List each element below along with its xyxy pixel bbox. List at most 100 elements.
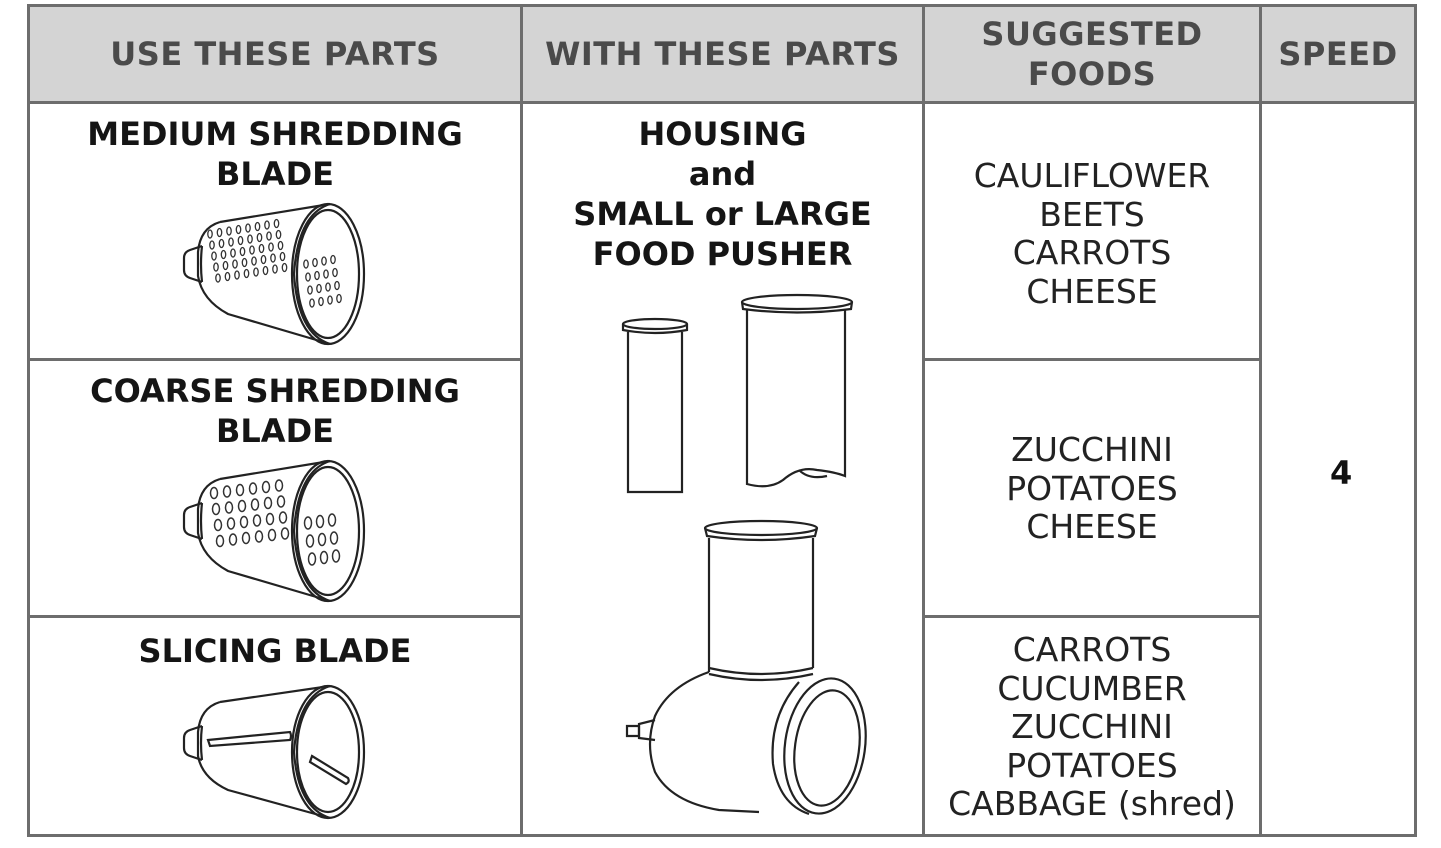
- grater-hole: [335, 282, 339, 290]
- grater-hole: [238, 237, 242, 245]
- food-item: BEETS: [1039, 194, 1145, 234]
- grater-hole: [269, 243, 273, 251]
- grater-hole: [321, 552, 328, 564]
- grid-line: [922, 358, 1259, 361]
- grater-hole: [278, 242, 282, 250]
- speed-cell: 4: [1262, 104, 1414, 834]
- grater-hole: [250, 246, 254, 254]
- grater-hole: [265, 498, 272, 509]
- grid-line: [30, 358, 520, 361]
- grater-hole: [255, 223, 259, 231]
- grater-hole: [263, 482, 270, 493]
- grater-hole: [265, 221, 269, 229]
- grater-hole: [313, 259, 317, 267]
- housing-icon: [599, 520, 869, 820]
- grater-hole: [243, 533, 250, 544]
- grater-hole: [326, 283, 330, 291]
- grater-hole: [211, 488, 218, 499]
- grater-hole: [210, 241, 214, 249]
- grater-hole: [224, 486, 231, 497]
- food-item: POTATOES: [1006, 745, 1178, 785]
- with-part-name: HOUSING: [638, 115, 807, 153]
- grid-line: [30, 101, 1414, 104]
- grater-hole: [271, 254, 275, 262]
- grater-hole: [306, 273, 310, 281]
- part-name: SLICING BLADE: [138, 632, 412, 670]
- slicing-blade-icon: [180, 686, 370, 818]
- grater-hole: [228, 518, 235, 529]
- grater-hole: [219, 240, 223, 248]
- grater-hole: [230, 534, 237, 545]
- grater-hole: [214, 263, 218, 271]
- grater-hole: [304, 260, 308, 268]
- grater-hole: [276, 231, 280, 239]
- food-item: CUCUMBER: [997, 668, 1187, 708]
- grater-hole: [256, 531, 263, 542]
- header-suggested-line2: FOODS: [1027, 55, 1157, 93]
- grater-hole: [263, 267, 267, 275]
- grater-hole: [282, 264, 286, 272]
- part-name: BLADE: [216, 155, 334, 193]
- grater-hole: [208, 230, 212, 238]
- grid-line: [30, 615, 520, 618]
- grater-hole: [310, 299, 314, 307]
- grater-hole: [254, 515, 261, 526]
- grater-hole: [328, 296, 332, 304]
- food-item: CABBAGE (shred): [948, 784, 1236, 823]
- grid-line: [922, 7, 925, 834]
- small-food-pusher-icon: [620, 318, 690, 494]
- grater-hole: [280, 253, 284, 261]
- grater-hole: [215, 520, 222, 531]
- with-part-name: and: [688, 155, 757, 193]
- grater-hole: [329, 514, 336, 526]
- food-item: CARROTS: [1012, 233, 1172, 272]
- grater-hole: [223, 262, 227, 270]
- grater-hole: [252, 257, 256, 265]
- grater-hole: [319, 534, 326, 546]
- header-use-label: USE THESE PARTS: [110, 35, 440, 73]
- grater-hole: [226, 502, 233, 513]
- with-parts-cell: HOUSING and SMALL or LARGE FOOD PUSHER: [523, 104, 922, 834]
- grater-hole: [250, 483, 257, 494]
- food-item: POTATOES: [1006, 468, 1178, 508]
- header-speed: SPEED: [1262, 7, 1414, 101]
- grater-hole: [217, 536, 224, 547]
- grater-hole: [254, 268, 258, 276]
- food-item: ZUCCHINI: [1011, 707, 1173, 746]
- grater-hole: [269, 530, 276, 541]
- header-with-label: WITH THESE PARTS: [545, 35, 900, 73]
- grater-hole: [317, 516, 324, 528]
- food-item: CARROTS: [1012, 630, 1172, 669]
- grater-hole: [333, 269, 337, 277]
- large-food-pusher-icon: [739, 294, 855, 494]
- grater-hole: [280, 512, 287, 523]
- food-item: CHEESE: [1026, 271, 1158, 311]
- grater-hole: [235, 271, 239, 279]
- grater-hole: [273, 265, 277, 273]
- grater-hole: [278, 496, 285, 507]
- part-cell-coarse-shredding: COARSE SHREDDING BLADE: [30, 361, 520, 615]
- grater-hole: [252, 499, 259, 510]
- grater-hole: [217, 229, 221, 237]
- grater-hole: [305, 517, 312, 529]
- food-item: ZUCCHINI: [1011, 430, 1173, 469]
- grater-hole: [331, 256, 335, 264]
- with-part-name: FOOD PUSHER: [592, 235, 853, 273]
- grater-hole: [227, 227, 231, 235]
- food-item: CHEESE: [1026, 507, 1158, 546]
- grid-line: [922, 615, 1259, 618]
- grater-hole: [231, 249, 235, 257]
- grater-hole: [261, 256, 265, 264]
- speed-value: 4: [1330, 454, 1353, 492]
- grater-hole: [242, 259, 246, 267]
- grater-hole: [331, 532, 338, 544]
- grater-hole: [274, 220, 278, 228]
- grater-hole: [309, 553, 316, 565]
- grid-line: [520, 7, 523, 834]
- grater-hole: [240, 248, 244, 256]
- part-name: MEDIUM SHREDDING: [87, 115, 463, 153]
- header-suggested-foods: SUGGESTED FOODS: [925, 7, 1259, 101]
